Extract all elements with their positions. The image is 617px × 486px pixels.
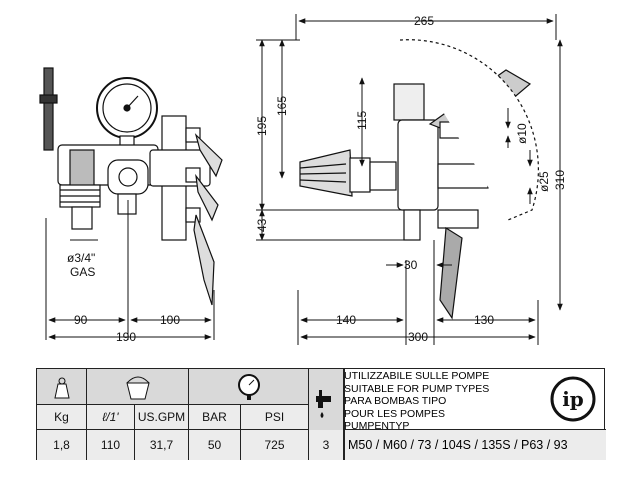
side-dimensions bbox=[256, 14, 563, 345]
pump-type-line: POUR LES POMPES bbox=[344, 407, 445, 420]
dim-130: 130 bbox=[474, 313, 494, 327]
pump-type-line: UTILIZZABILE SULLE POMPE bbox=[344, 370, 490, 382]
inlet-type: GAS bbox=[70, 265, 95, 279]
inlet-size: ø3/4" bbox=[67, 251, 95, 265]
value-usgpm: 31,7 bbox=[135, 430, 189, 460]
dim-140: 140 bbox=[336, 313, 356, 327]
dim-115: 115 bbox=[355, 111, 369, 130]
dim-265: 265 bbox=[414, 14, 434, 28]
front-dimensions bbox=[45, 200, 215, 340]
value-psi: 725 bbox=[241, 430, 309, 460]
dim-300: 300 bbox=[408, 330, 428, 344]
header-kg: Kg bbox=[37, 405, 87, 430]
value-kg: 1,8 bbox=[37, 430, 87, 460]
dim-195: 195 bbox=[255, 116, 269, 136]
value-outlets: 3 bbox=[309, 430, 344, 460]
value-bar: 50 bbox=[189, 430, 241, 460]
header-usgpm: US.GPM bbox=[135, 405, 189, 430]
svg-text:ip: ip bbox=[562, 387, 584, 411]
pump-type-line: SUITABLE FOR PUMP TYPES bbox=[344, 382, 490, 395]
side-view-valve bbox=[299, 39, 539, 320]
dim-dia-10: ø10 bbox=[515, 123, 529, 144]
header-lmin: ℓ/1' bbox=[87, 405, 135, 430]
dim-165: 165 bbox=[275, 96, 289, 116]
dim-190: 190 bbox=[116, 330, 136, 344]
bucket-icon bbox=[87, 369, 189, 405]
dim-30: 30 bbox=[404, 258, 418, 272]
spec-table: UTILIZZABILE SULLE POMPE SUITABLE FOR PU… bbox=[36, 368, 606, 460]
pressure-gauge-icon bbox=[189, 369, 309, 405]
col-divider bbox=[344, 369, 345, 460]
value-lmin: 110 bbox=[87, 430, 135, 460]
dim-dia-25: ø25 bbox=[537, 171, 551, 192]
dim-43: 43 bbox=[255, 218, 269, 232]
pump-types-list: UTILIZZABILE SULLE POMPE SUITABLE FOR PU… bbox=[344, 369, 544, 432]
row-divider bbox=[344, 429, 606, 430]
pump-type-line: PARA BOMBAS TIPO bbox=[344, 395, 447, 407]
dim-90: 90 bbox=[74, 313, 88, 327]
dim-100: 100 bbox=[160, 313, 180, 327]
pump-models: M50 / M60 / 73 / 104S / 135S / P63 / 93 bbox=[344, 430, 606, 460]
tap-icon bbox=[309, 369, 344, 430]
front-view-valve bbox=[39, 67, 223, 306]
ip-logo: ip bbox=[547, 373, 599, 425]
dim-310: 310 bbox=[553, 170, 567, 190]
header-bar: BAR bbox=[189, 405, 241, 430]
header-psi: PSI bbox=[241, 405, 309, 430]
weight-icon bbox=[37, 369, 87, 405]
